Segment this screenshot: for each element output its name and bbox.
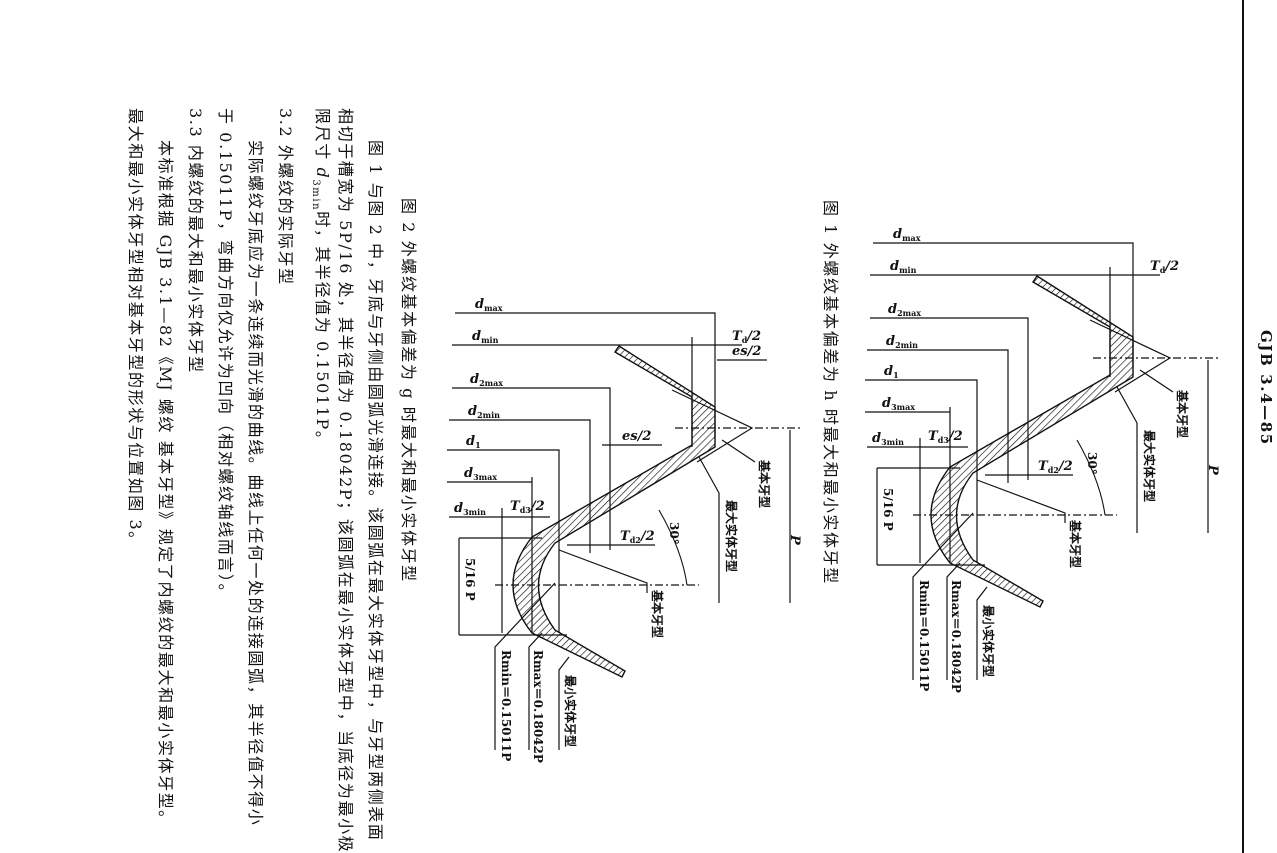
label-groove: 5/16 P	[463, 558, 477, 601]
leader-r-max	[528, 632, 543, 750]
angle-arc	[1076, 439, 1106, 516]
variable: d	[313, 167, 333, 180]
label-td: Td/2	[1150, 259, 1179, 275]
label-d-min: dmin	[472, 329, 499, 345]
label-td3: Td3/2	[928, 429, 963, 445]
paragraph-line: 实际螺纹牙底应为一条连续而光滑的曲线。曲线上任何一处的连接圆弧，其半径值不得小	[246, 140, 265, 827]
paragraph-line: 于 0.15011P，弯曲方向仅允许为凹向（相对螺纹轴线而言）。	[216, 108, 235, 602]
leader-basic-top	[721, 439, 756, 463]
leader-basic-bottom	[976, 479, 1066, 523]
leader-r-max	[946, 562, 961, 680]
label-d1: d1	[466, 434, 481, 450]
label-d-max: dmax	[893, 227, 921, 243]
text: 时，其半径值为 0.15011P。	[313, 211, 333, 449]
label-d2-min: d2min	[468, 404, 500, 420]
label-r-min: Rmin＝0.15011P	[917, 580, 931, 691]
dim-line-d2-max	[452, 387, 611, 550]
subscript: 3min	[310, 179, 321, 212]
leader-min-material	[976, 586, 988, 680]
paragraph-line: 本标准根据 GJB 3.1—82《MJ 螺纹 基本牙型》规定了内螺纹的最大和最小…	[156, 140, 175, 828]
label-d2-max: d2max	[888, 302, 921, 318]
angle-arc	[658, 509, 688, 586]
label-r-max: Rmax＝0.18042P	[531, 650, 545, 763]
document-code-header: GJB 3.4—85	[1257, 330, 1275, 446]
label-d1: d1	[884, 364, 899, 380]
label-groove: 5/16 P	[881, 488, 895, 531]
label-td2: Td2/2	[1038, 459, 1073, 475]
label-r-min: Rmin＝0.15011P	[499, 650, 513, 761]
label-max-material-profile: 最大实体牙型	[724, 500, 739, 572]
label-angle: 30°	[667, 522, 681, 545]
label-min-material-profile: 最小实体牙型	[981, 605, 996, 677]
label-basic-profile-bottom: 基本牙型	[1068, 519, 1083, 568]
label-d2-max: d2max	[470, 372, 503, 388]
label-td2: Td2/2	[620, 529, 655, 545]
leader-basic-bottom	[558, 549, 648, 593]
paragraph-line: 图 1 与图 2 中，牙底与牙侧由圆弧光滑连接。该圆弧在最大实体牙型中，与牙型两…	[366, 140, 385, 842]
figure2-thread-diagram: dmax dmin d2max d2min d1 d3max d3min Td/2Td3/2T…	[447, 297, 802, 763]
leader-max-material	[1116, 386, 1138, 533]
dim-line-d1	[447, 449, 560, 633]
label-basic-profile-bottom: 基本牙型	[650, 589, 665, 638]
leader-r-min	[912, 512, 974, 680]
label-es-mid: es/2	[622, 429, 651, 444]
leader-r-min	[494, 582, 556, 750]
label-td: Td/2	[732, 329, 761, 345]
dim-line-d2-min	[449, 419, 591, 553]
section-heading-3-3: 3.3 内螺纹的最大和最小实体牙型	[186, 108, 205, 374]
leader-basic-top	[1139, 369, 1174, 393]
dim-line-d-max	[873, 242, 1134, 367]
label-d-min: dmin	[890, 259, 917, 275]
dim-line-d1	[865, 379, 978, 563]
label-pitch: P	[787, 534, 802, 546]
paragraph-line: 限尺寸 d3min时，其半径值为 0.15011P。	[305, 108, 332, 448]
dim-line-d2-max	[870, 317, 1029, 480]
label-td3: Td3/2	[510, 499, 545, 515]
header-rule	[1242, 0, 1244, 853]
label-pitch: P	[1205, 464, 1220, 476]
label-angle: 30°	[1085, 452, 1099, 475]
paragraph-line: 最大和最小实体牙型相对基本牙型的形状与位置如图 3。	[126, 108, 145, 549]
label-d3-min: d3min	[454, 501, 486, 517]
tolerance-band	[930, 275, 1134, 608]
label-d3-max: d3max	[464, 466, 497, 482]
label-max-material-profile: 最大实体牙型	[1142, 430, 1157, 502]
paragraph-line: 相切于槽宽为 5P/16 处，其半径值为 0.18042P；该圆弧在最小实体牙型…	[336, 108, 355, 853]
label-d3-min: d3min	[872, 431, 904, 447]
tolerance-band	[512, 345, 716, 678]
leader-max-material	[698, 456, 720, 603]
text: 限尺寸	[313, 108, 333, 168]
label-d3-max: d3max	[882, 396, 915, 412]
label-basic-profile-top: 基本牙型	[757, 459, 772, 508]
label-d2-min: d2min	[886, 334, 918, 350]
leader-min-material	[558, 656, 570, 750]
figure1-thread-diagram: dmax dmin d2max d2min d1 d3max d3min Td/2Td3/2T…	[865, 227, 1220, 693]
dim-line-d2-min	[867, 349, 1009, 483]
figure1-caption: 图 1 外螺纹基本偏差为 h 时最大和最小实体牙型	[821, 200, 840, 585]
label-min-material-profile: 最小实体牙型	[563, 675, 578, 747]
section-heading-3-2: 3.2 外螺纹的实际牙型	[276, 108, 295, 286]
label-basic-profile-top: 基本牙型	[1175, 389, 1190, 438]
label-d-max: dmax	[475, 297, 503, 313]
label-es-top: es/2	[732, 344, 761, 359]
label-r-max: Rmax＝0.18042P	[949, 580, 963, 693]
dim-line-d-max	[455, 312, 716, 437]
figure2-caption: 图 2 外螺纹基本偏差为 g 时最大和最小实体牙型	[399, 198, 418, 583]
